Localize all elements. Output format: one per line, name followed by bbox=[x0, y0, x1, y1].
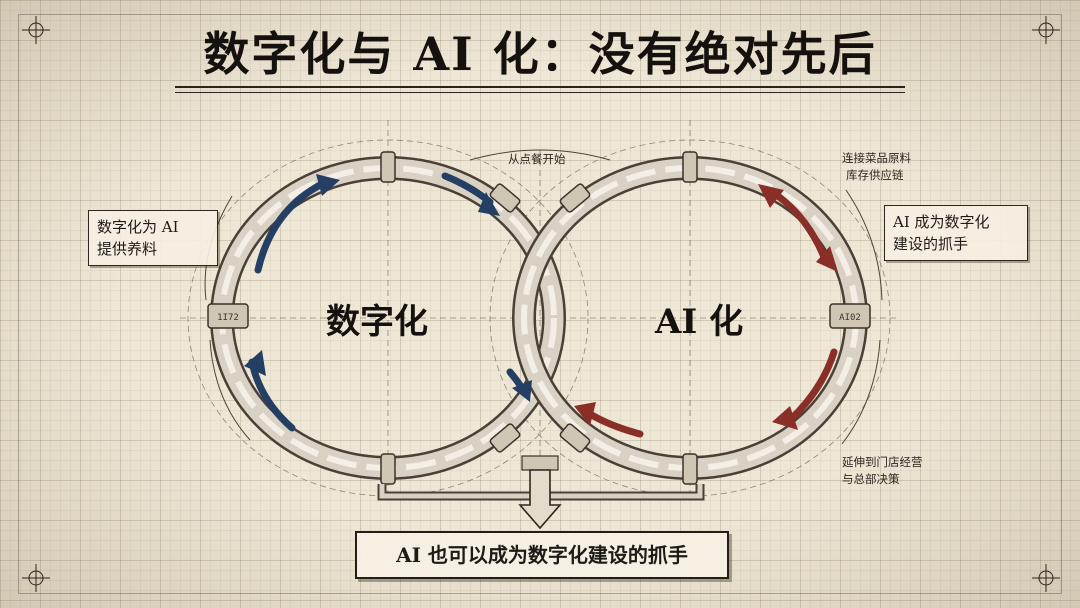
right-flow-arrow-upper bbox=[774, 192, 830, 266]
left-callout-line1: 数字化为 AI bbox=[97, 218, 179, 236]
top-right-note-line2: 库存供应链 bbox=[846, 168, 904, 182]
top-right-note: 连接菜品原料 库存供应链 bbox=[842, 150, 911, 184]
bottom-right-note-line1: 延伸到门店经营 bbox=[842, 455, 923, 469]
page-title: 数字化与 AI 化：没有绝对先后 bbox=[203, 27, 877, 81]
left-callout: 数字化为 AI 提供养料 bbox=[88, 210, 218, 266]
left-loop-label: 数字化 bbox=[326, 302, 428, 342]
bottom-conclusion-box: AI 也可以成为数字化建设的抓手 bbox=[355, 531, 729, 579]
left-flow-arrow-upper bbox=[254, 180, 326, 274]
bottom-connector bbox=[377, 455, 705, 530]
right-callout-line1: AI 成为数字化 bbox=[893, 213, 990, 231]
top-note: 从点餐开始 bbox=[508, 152, 566, 166]
right-loop-label: AI 化 bbox=[655, 302, 744, 342]
construction-lines bbox=[180, 120, 900, 500]
left-callout-line2: 提供养料 bbox=[97, 240, 158, 258]
right-flow-arrows bbox=[586, 192, 838, 438]
right-arrowheads bbox=[574, 184, 838, 430]
top-right-note-line1: 连接菜品原料 bbox=[842, 151, 911, 165]
drawing-frame bbox=[18, 14, 1062, 594]
corner-crosshairs bbox=[22, 16, 1060, 592]
title-underline bbox=[175, 86, 905, 93]
bottom-right-note: 延伸到门店经营 与总部决策 bbox=[842, 454, 923, 488]
right-callout: AI 成为数字化 建设的抓手 bbox=[884, 205, 1028, 261]
right-flow-arrow-bottom bbox=[586, 410, 644, 438]
bottom-right-note-line2: 与总部决策 bbox=[842, 472, 900, 486]
left-valve-tag: 1I72 bbox=[217, 313, 239, 323]
left-arrowheads bbox=[244, 174, 532, 402]
right-valve-tag: AI02 bbox=[839, 313, 861, 323]
right-callout-line2: 建设的抓手 bbox=[893, 235, 969, 253]
pipe-couplings bbox=[207, 151, 871, 485]
dimension-arcs bbox=[204, 149, 883, 445]
right-flow-arrow-lower bbox=[786, 348, 838, 424]
